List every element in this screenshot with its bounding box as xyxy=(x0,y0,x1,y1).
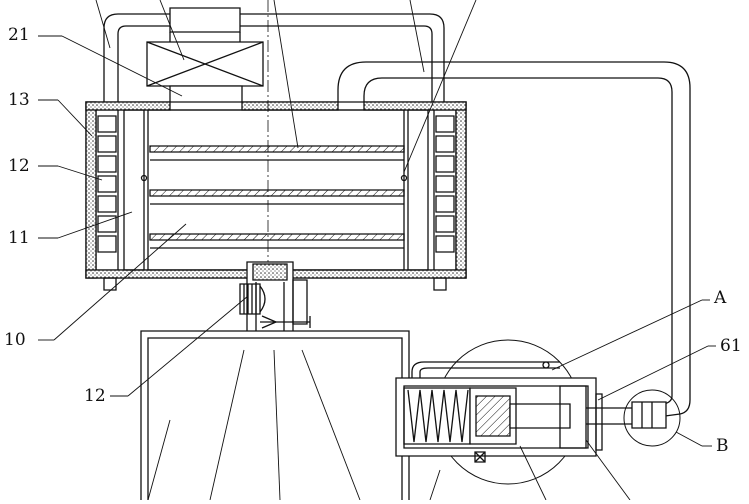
nozzle-b xyxy=(624,390,680,446)
label-13: 13 xyxy=(8,90,30,110)
label-21: 21 xyxy=(8,25,30,45)
label-11: 11 xyxy=(8,228,30,248)
pump-unit xyxy=(396,340,636,484)
chamber-legs xyxy=(104,278,446,290)
label-10: 10 xyxy=(4,330,26,350)
label-12-bottom: 12 xyxy=(84,386,106,406)
left-heating-elements xyxy=(98,116,116,252)
label-61: 61 xyxy=(720,336,742,356)
leader-lines xyxy=(38,0,716,500)
drying-trays xyxy=(142,146,407,248)
heat-exchanger xyxy=(147,8,263,116)
label-b: B xyxy=(716,436,729,456)
collection-box xyxy=(141,331,409,504)
discharge-valve xyxy=(240,262,310,344)
label-a: A xyxy=(714,288,727,308)
right-top-pipe xyxy=(240,14,444,102)
label-12-top: 12 xyxy=(8,156,30,176)
right-heating-elements xyxy=(436,116,454,252)
